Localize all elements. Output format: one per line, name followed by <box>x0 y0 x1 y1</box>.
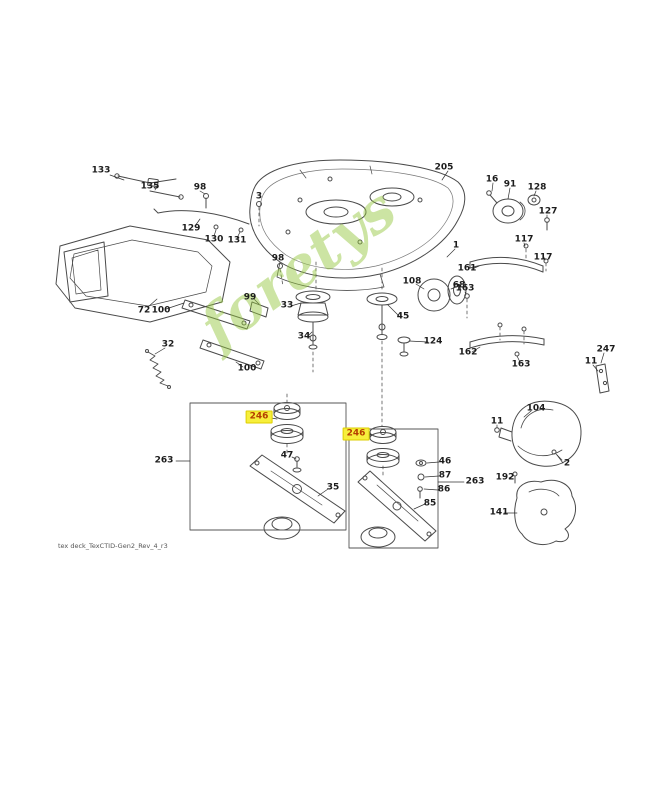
part-label-32: 32 <box>161 339 175 350</box>
blades-drawing <box>249 454 437 548</box>
part-label-87: 87 <box>438 470 452 481</box>
part-label-34: 34 <box>297 331 311 342</box>
part-label-128: 128 <box>527 182 547 193</box>
side-brackets-drawing <box>464 243 610 394</box>
part-label-163: 163 <box>455 283 475 294</box>
part-label-117: 117 <box>514 234 534 245</box>
part-label-133: 133 <box>91 165 111 176</box>
part-label-98: 98 <box>271 253 285 264</box>
leader-lines <box>109 170 605 514</box>
part-label-100: 100 <box>151 305 171 316</box>
assembly-axis-lines <box>258 206 547 479</box>
part-label-46: 46 <box>438 456 452 467</box>
part-label-72: 72 <box>137 305 151 316</box>
mower-deck-drawing <box>249 159 466 291</box>
spindle-assemblies-drawing <box>295 290 411 357</box>
part-label-192: 192 <box>495 472 515 483</box>
part-label-161: 161 <box>457 263 477 274</box>
belt-cover-drawing <box>494 400 582 545</box>
part-label-45: 45 <box>396 311 410 322</box>
grouping-boxes <box>189 402 439 549</box>
part-label-98: 98 <box>193 182 207 193</box>
part-label-127: 127 <box>538 206 558 217</box>
link-rod-drawing <box>153 201 283 318</box>
part-label-68: 68 <box>452 280 466 291</box>
part-label-247: 247 <box>596 344 616 355</box>
part-label-11: 11 <box>490 416 504 427</box>
part-label-246[interactable]: 246 <box>342 427 370 441</box>
part-label-130: 130 <box>204 234 224 245</box>
part-label-124: 124 <box>423 336 443 347</box>
gauge-wheels-drawing <box>417 190 550 312</box>
part-label-16: 16 <box>485 174 499 185</box>
part-label-131: 131 <box>227 235 247 246</box>
part-label-86: 86 <box>437 484 451 495</box>
part-label-1: 1 <box>452 240 460 251</box>
blade-adapters-drawing <box>270 402 400 468</box>
strap-spring-drawing <box>145 299 265 389</box>
lever-bracket-drawing <box>114 173 209 209</box>
part-label-246[interactable]: 246 <box>245 410 273 424</box>
part-label-47: 47 <box>280 450 294 461</box>
part-label-99: 99 <box>243 292 257 303</box>
part-label-11: 11 <box>584 356 598 367</box>
part-label-100: 100 <box>237 363 257 374</box>
part-label-104: 104 <box>526 403 546 414</box>
discharge-chute-drawing <box>55 225 231 323</box>
part-label-263: 263 <box>154 455 174 466</box>
part-label-91: 91 <box>503 179 517 190</box>
part-label-135: 135 <box>140 181 160 192</box>
part-label-2: 2 <box>563 458 571 469</box>
drawing-caption: tex deck_TexCTID-Gen2_Rev_4_r3 <box>58 542 168 550</box>
part-label-108: 108 <box>402 276 422 287</box>
part-label-33: 33 <box>280 300 294 311</box>
part-label-162: 162 <box>458 347 478 358</box>
part-label-35: 35 <box>326 482 340 493</box>
part-label-263: 263 <box>465 476 485 487</box>
part-label-117: 117 <box>533 252 553 263</box>
part-label-205: 205 <box>434 162 454 173</box>
part-label-3: 3 <box>255 191 263 202</box>
part-label-163: 163 <box>511 359 531 370</box>
part-label-129: 129 <box>181 223 201 234</box>
part-label-85: 85 <box>423 498 437 509</box>
part-label-141: 141 <box>489 507 509 518</box>
